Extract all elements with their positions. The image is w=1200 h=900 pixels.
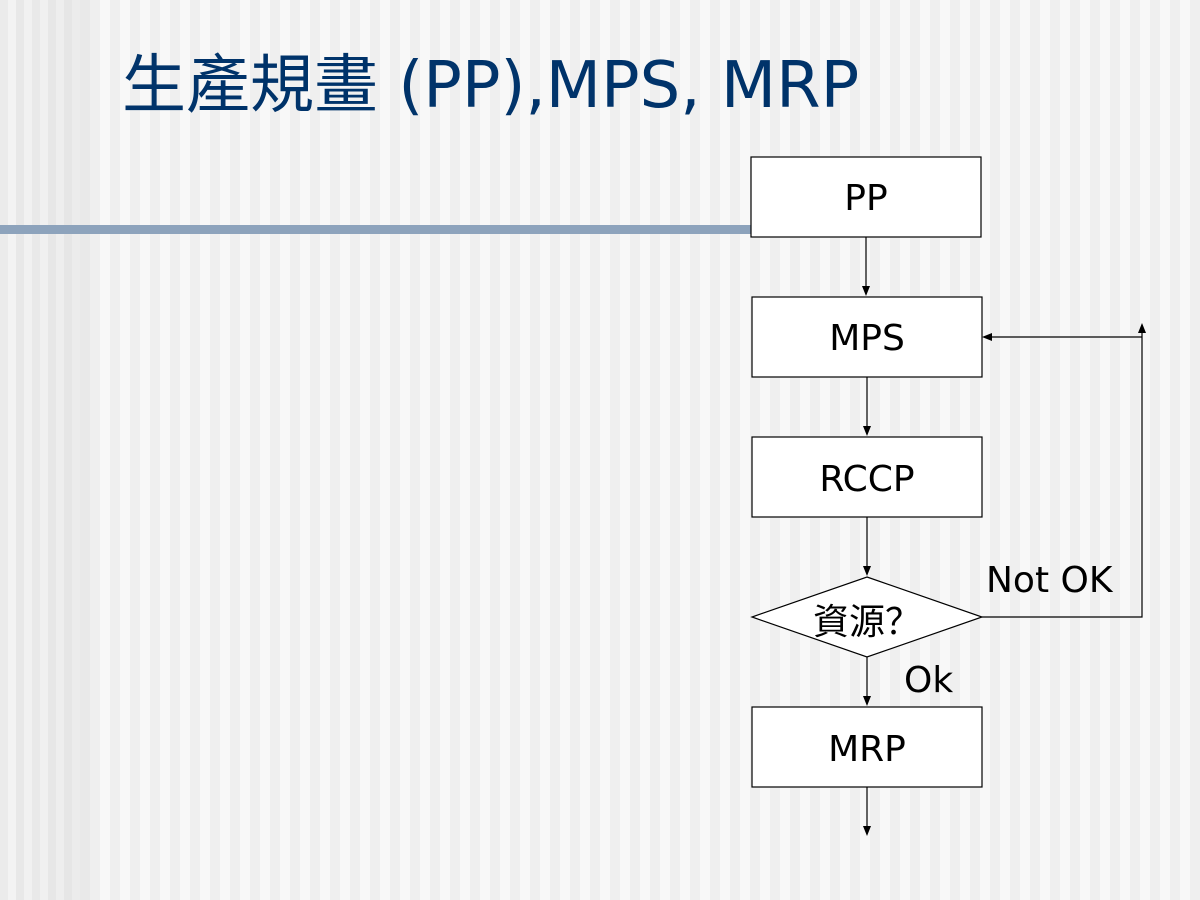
- arrowhead-not-ok-to-mps: [982, 333, 992, 341]
- arrowhead-rccp-to-decision: [863, 566, 871, 576]
- arrowhead-mrp-out: [863, 826, 871, 836]
- edge-not-ok-loop: [982, 333, 1143, 618]
- node-rccp-label: RCCP: [819, 459, 914, 500]
- node-decision: 資源？: [750, 576, 984, 658]
- arrowhead-pp-to-mps: [862, 286, 870, 296]
- arrowhead-not-ok-up: [1138, 323, 1146, 333]
- edge-label-not-ok: Not OK: [986, 560, 1114, 601]
- node-pp-box: [750, 156, 982, 238]
- node-pp-label: PP: [844, 178, 887, 219]
- node-rccp: RCCP: [751, 436, 983, 518]
- node-mrp-box: [751, 706, 983, 788]
- slide-title: 生產規畫 (PP),MPS, MRP: [122, 49, 860, 123]
- node-pp: PP: [750, 156, 982, 238]
- node-rccp-box: [751, 436, 983, 518]
- node-decision-label: 資源？: [813, 602, 921, 643]
- arrowhead-decision-to-mrp: [863, 696, 871, 706]
- node-mps-box: [751, 296, 983, 378]
- arrowhead-mps-to-rccp: [863, 426, 871, 436]
- node-mps-label: MPS: [829, 318, 905, 359]
- edge-label-ok: Ok: [904, 660, 953, 701]
- node-mps: MPS: [751, 296, 983, 378]
- node-mrp: MRP: [751, 706, 983, 788]
- title-underline-rule: [0, 225, 752, 234]
- node-mrp-label: MRP: [828, 729, 906, 770]
